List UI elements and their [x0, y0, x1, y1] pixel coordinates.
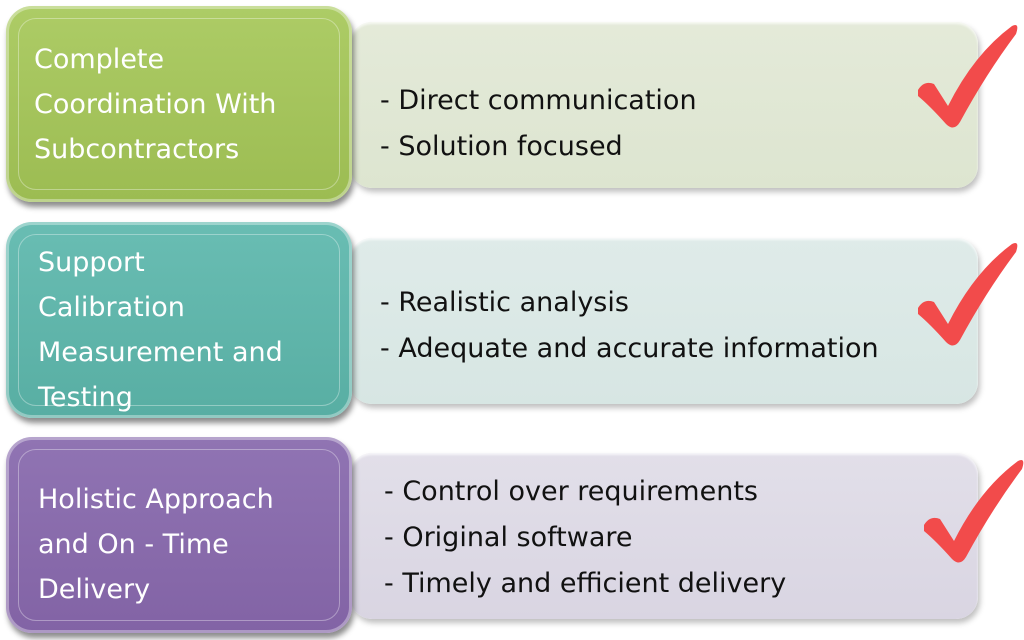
list-item: - Solution focused: [380, 131, 623, 162]
list-item: - Realistic analysis: [380, 287, 629, 318]
category-title: Holistic Approach and On - Time Delivery: [38, 484, 274, 605]
detail-panel: - Realistic analysis - Adequate and accu…: [350, 238, 978, 404]
list-item: - Direct communication: [380, 85, 697, 116]
detail-panel: - Control over requirements - Original s…: [350, 453, 978, 619]
checkmark-icon: [918, 243, 1018, 346]
row-coordination: - Direct communication - Solution focuse…: [0, 0, 1024, 210]
category-box: Support Calibration Measurement and Test…: [6, 222, 352, 418]
category-title: Complete Coordination With Subcontractor…: [34, 44, 277, 165]
category-box: Holistic Approach and On - Time Delivery: [6, 437, 352, 633]
category-box-inner: [18, 449, 340, 621]
category-box-inner: [18, 18, 340, 190]
list-item: - Adequate and accurate information: [380, 333, 879, 364]
category-box: Complete Coordination With Subcontractor…: [6, 6, 352, 202]
list-item: - Timely and efficient delivery: [384, 568, 787, 599]
checkmark-icon: [918, 25, 1018, 128]
list-item: - Control over requirements: [384, 476, 758, 507]
category-title: Support Calibration Measurement and Test…: [38, 247, 283, 413]
row-holistic: - Control over requirements - Original s…: [0, 425, 1024, 640]
list-item: - Original software: [384, 522, 633, 553]
row-calibration: - Realistic analysis - Adequate and accu…: [0, 210, 1024, 425]
detail-list: - Direct communication - Solution focuse…: [380, 78, 697, 170]
checkmark-icon: [924, 460, 1024, 563]
category-box-inner: [18, 234, 340, 406]
detail-list: - Realistic analysis - Adequate and accu…: [380, 280, 879, 372]
detail-list: - Control over requirements - Original s…: [384, 469, 786, 607]
detail-panel: - Direct communication - Solution focuse…: [350, 22, 978, 188]
